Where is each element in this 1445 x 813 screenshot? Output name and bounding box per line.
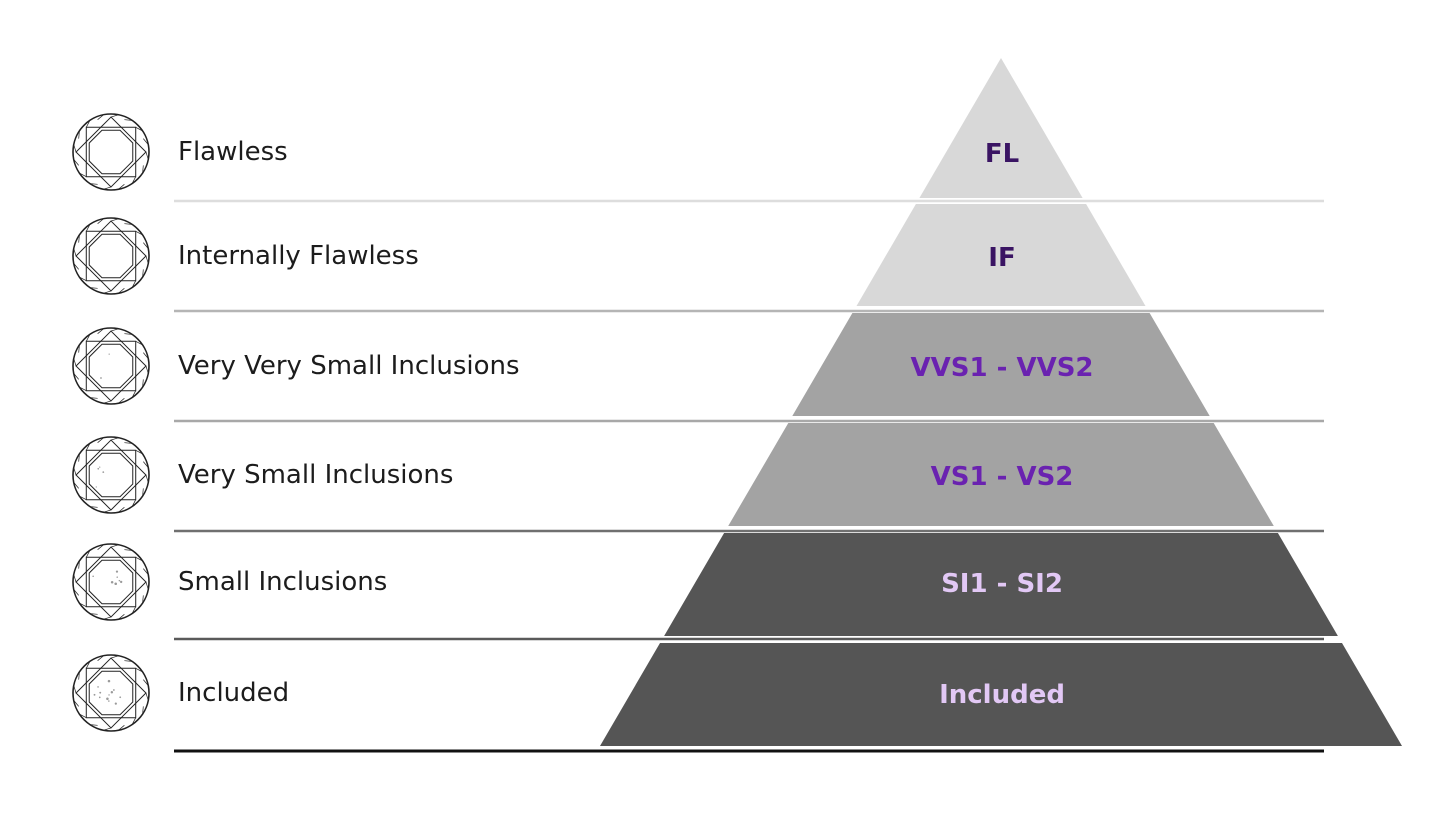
- inclusion-speck: [110, 581, 114, 584]
- inclusion-speck: [107, 679, 111, 683]
- pyramid-tiers: [600, 58, 1402, 746]
- diamond-icon: [72, 113, 150, 191]
- inclusion-speck: [95, 486, 97, 488]
- tier-code-label: VS1 - VS2: [930, 462, 1074, 492]
- inclusion-speck: [116, 576, 118, 578]
- inclusion-speck: [100, 377, 102, 379]
- tier-code-label: VVS1 - VVS2: [910, 353, 1094, 383]
- inclusion-speck: [112, 689, 115, 691]
- diamond-icon: [72, 327, 150, 405]
- pyramid-tier-fl: [919, 58, 1083, 198]
- inclusion-speck: [97, 686, 99, 688]
- diamond-icon: [72, 217, 150, 295]
- grade-name-label: Very Very Small Inclusions: [178, 351, 520, 381]
- inclusion-speck: [99, 691, 102, 694]
- grade-name-label: Flawless: [178, 137, 288, 167]
- inclusion-speck: [114, 702, 117, 705]
- inclusion-speck: [119, 696, 122, 699]
- inclusion-speck: [102, 471, 105, 473]
- pyramid-tier-included: [600, 643, 1402, 746]
- inclusion-speck: [97, 467, 100, 470]
- inclusion-speck: [108, 353, 110, 355]
- inclusion-speck: [108, 700, 110, 702]
- inclusion-speck: [93, 693, 96, 696]
- inclusion-speck: [115, 570, 119, 573]
- inclusion-speck: [118, 579, 121, 582]
- diamond-icon: [72, 543, 150, 621]
- grade-name-label: Internally Flawless: [178, 241, 419, 271]
- pyramid-tier-si1-si2: [664, 533, 1338, 636]
- inclusion-speck: [119, 580, 123, 584]
- pyramid-tier-if: [856, 204, 1146, 306]
- tier-code-label: FL: [984, 139, 1020, 169]
- inclusion-speck: [108, 694, 110, 696]
- grade-name-label: Included: [178, 678, 290, 708]
- row-dividers: [174, 199, 1324, 753]
- diamond-icon: [72, 436, 150, 514]
- pyramid-tier-vs1-vs2: [728, 423, 1274, 526]
- grade-name-label: Very Small Inclusions: [178, 460, 454, 490]
- diamond-icon: [72, 654, 150, 732]
- inclusion-speck: [110, 691, 114, 694]
- tier-code-label: Included: [939, 680, 1065, 710]
- inclusion-speck: [92, 575, 94, 578]
- inclusion-speck: [99, 466, 101, 468]
- grade-name-label: Small Inclusions: [178, 567, 388, 597]
- tier-code-label: SI1 - SI2: [941, 569, 1063, 599]
- tier-code-label: IF: [988, 243, 1016, 273]
- inclusion-speck: [98, 696, 101, 699]
- inclusion-speck: [114, 582, 117, 586]
- inclusion-speck: [106, 697, 109, 701]
- diamond-icons: [72, 113, 150, 732]
- pyramid-tier-vvs1-vvs2: [792, 313, 1210, 416]
